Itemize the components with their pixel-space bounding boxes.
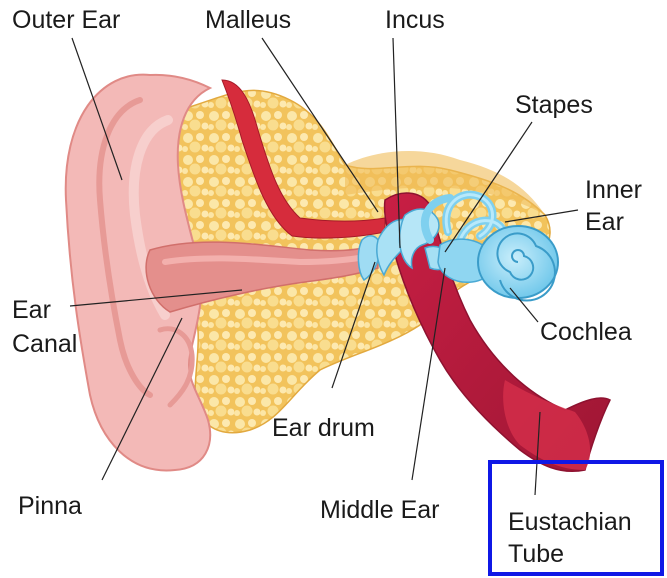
label-ear-canal-line1: Ear bbox=[12, 296, 51, 324]
label-inner-ear-line2: Ear bbox=[585, 208, 624, 236]
label-cochlea: Cochlea bbox=[540, 318, 632, 346]
label-eustachian-tube-line2: Tube bbox=[508, 540, 564, 568]
label-outer-ear: Outer Ear bbox=[12, 6, 120, 34]
label-eustachian-tube-line1: Eustachian bbox=[508, 508, 632, 536]
label-malleus: Malleus bbox=[205, 6, 291, 34]
label-middle-ear: Middle Ear bbox=[320, 496, 440, 524]
label-inner-ear-line1: Inner bbox=[585, 176, 642, 204]
label-pinna: Pinna bbox=[18, 492, 82, 520]
label-stapes: Stapes bbox=[515, 91, 593, 119]
label-incus: Incus bbox=[385, 6, 445, 34]
cochlea-shape bbox=[478, 226, 558, 301]
label-ear-drum: Ear drum bbox=[272, 414, 375, 442]
label-ear-canal-line2: Canal bbox=[12, 330, 77, 358]
